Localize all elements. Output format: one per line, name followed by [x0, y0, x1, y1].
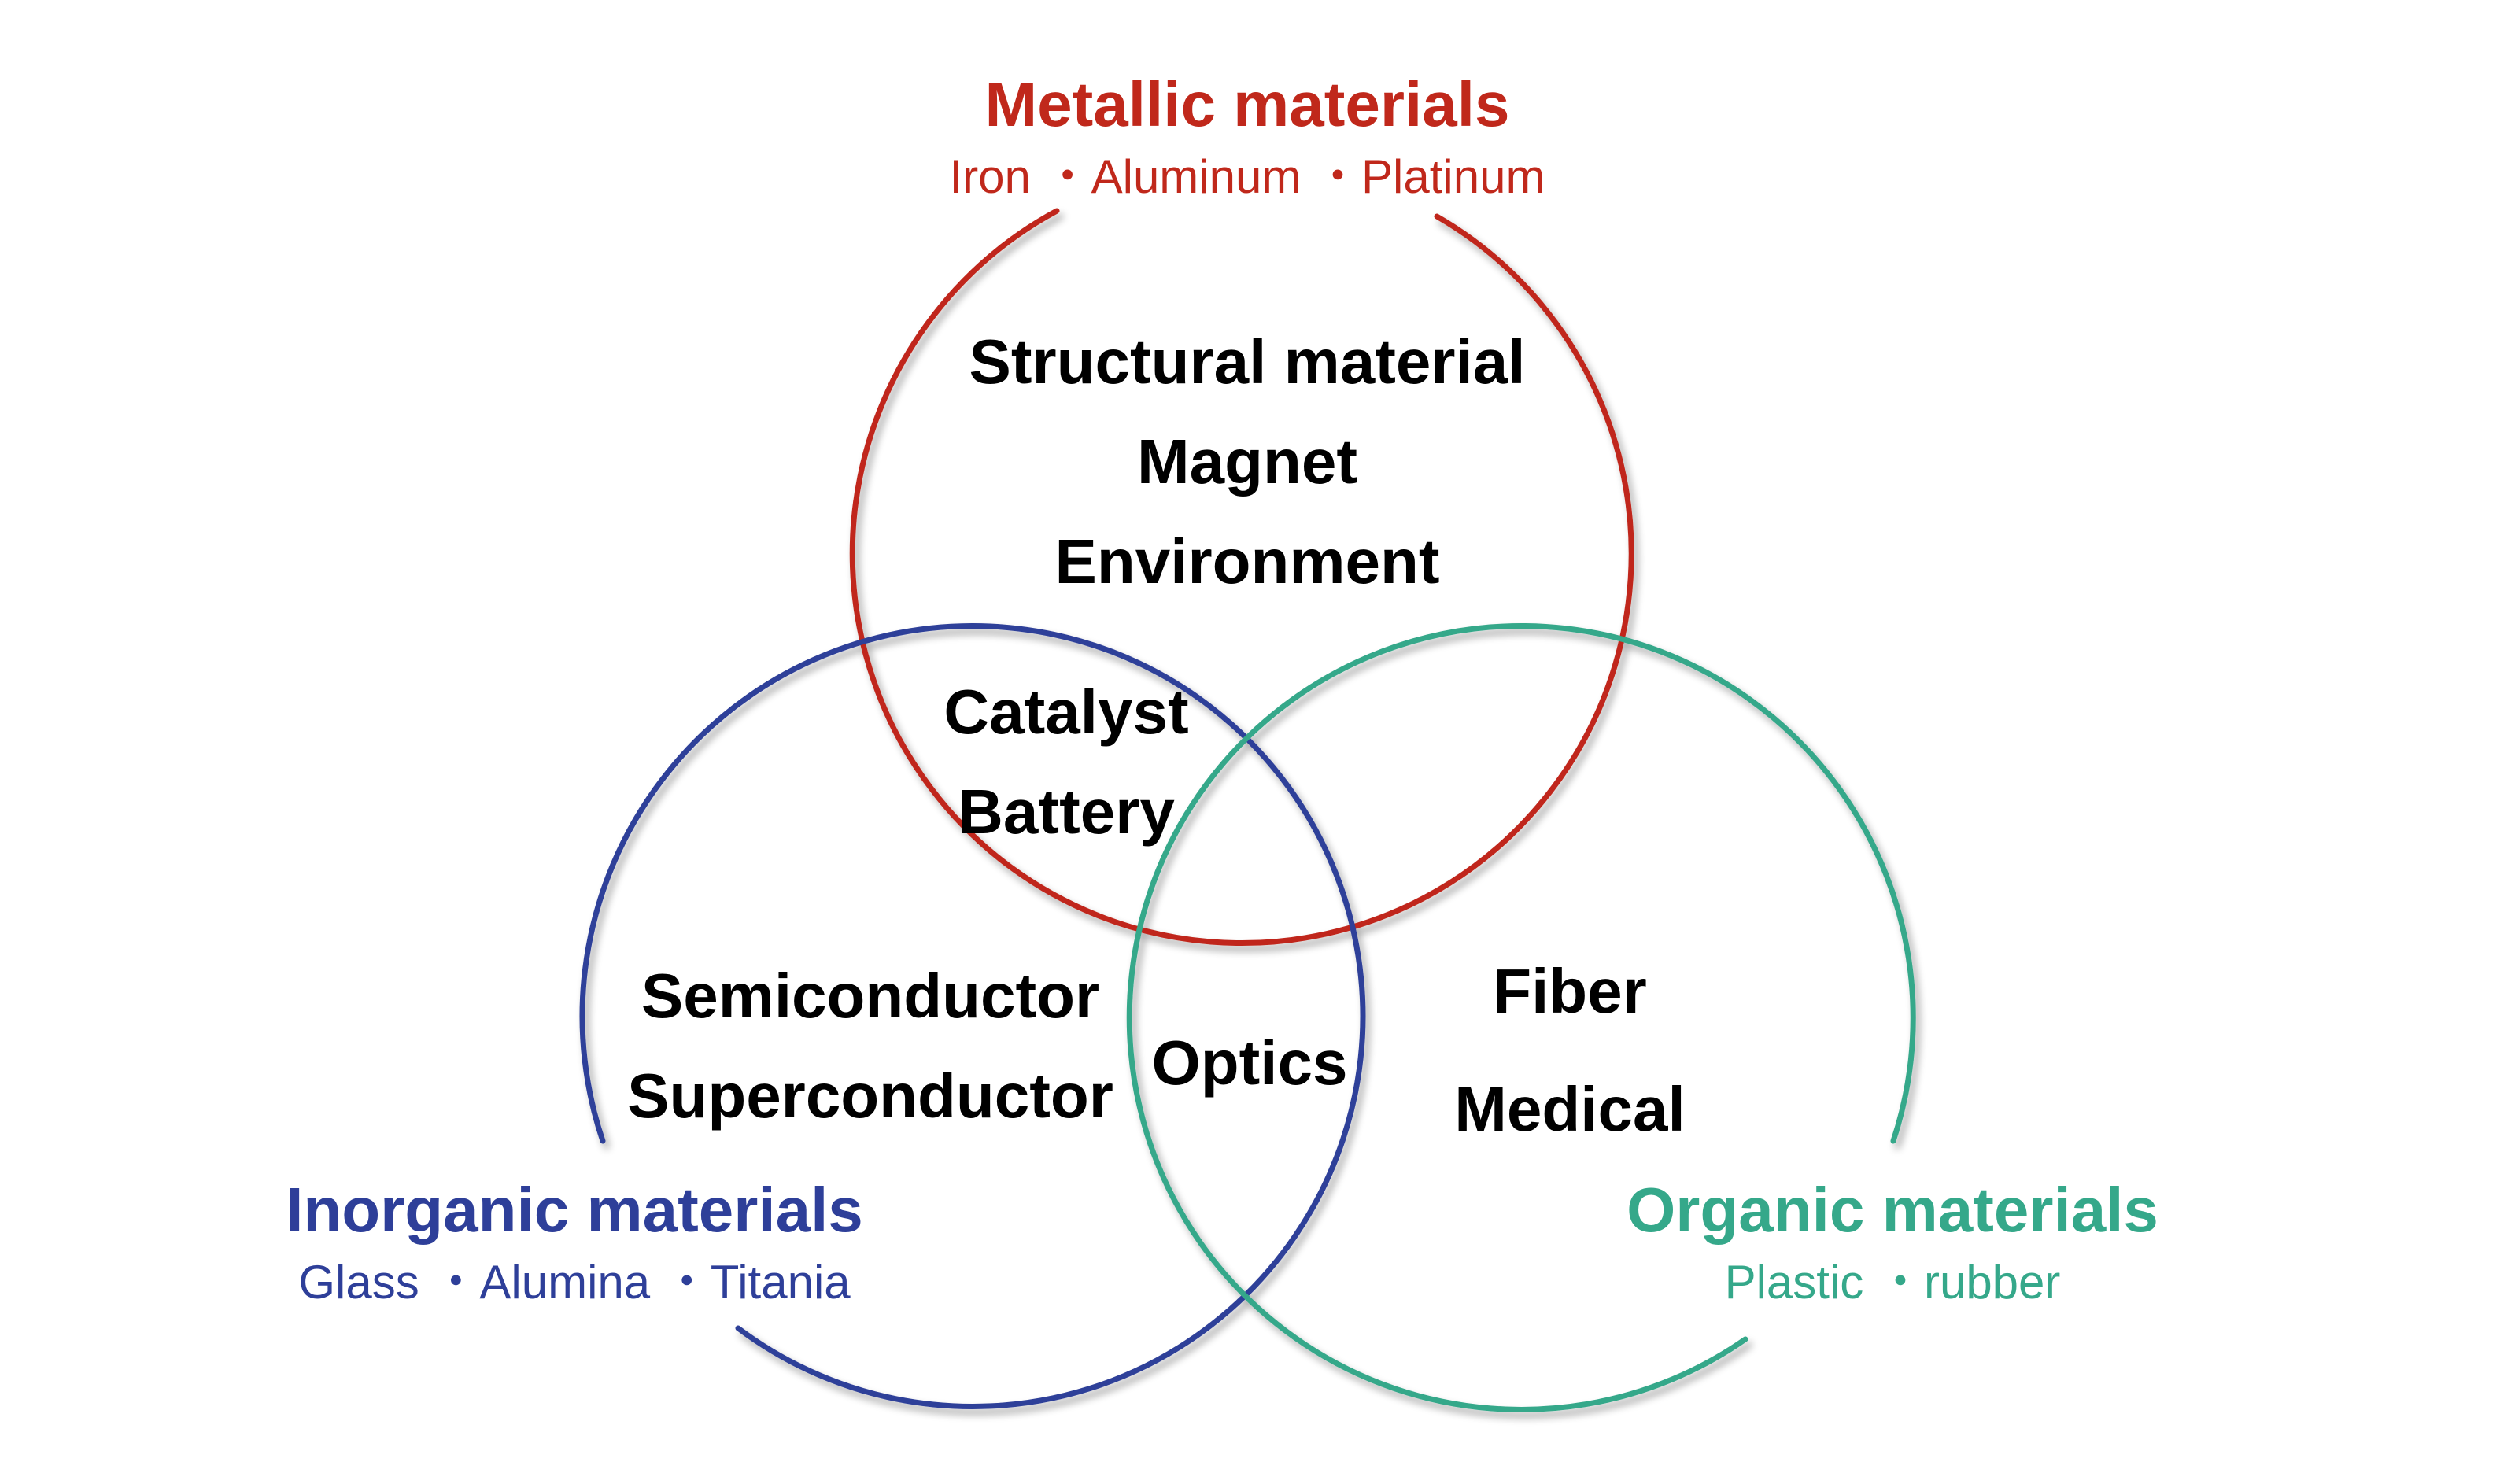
metallic-circle: [849, 208, 1634, 947]
inorganic-examples: Glass ・Alumina ・Titania: [298, 1256, 851, 1309]
region-label-catalyst: Catalyst: [943, 677, 1188, 747]
region-label-battery: Battery: [958, 777, 1175, 847]
inorganic-circle: [579, 623, 1366, 1409]
region-label-optics: Optics: [1152, 1028, 1348, 1098]
region-label-fiber: Fiber: [1493, 956, 1647, 1026]
metallic-title: Metallic materials: [985, 69, 1510, 139]
region-label-medical: Medical: [1454, 1074, 1685, 1144]
organic-title: Organic materials: [1627, 1175, 2158, 1245]
organic-examples: Plastic ・rubber: [1725, 1256, 2061, 1309]
region-label-magnet: Magnet: [1137, 426, 1357, 497]
inorganic-title: Inorganic materials: [286, 1175, 863, 1245]
metallic-examples: Iron ・Aluminum ・Platinum: [950, 150, 1545, 203]
organic-circle: [1126, 622, 1916, 1412]
region-label-environment: Environment: [1055, 526, 1440, 596]
region-label-semiconductor: Semiconductor: [641, 961, 1099, 1031]
region-label-superconductor: Superconductor: [627, 1061, 1113, 1131]
region-label-structural-material: Structural material: [969, 327, 1526, 397]
